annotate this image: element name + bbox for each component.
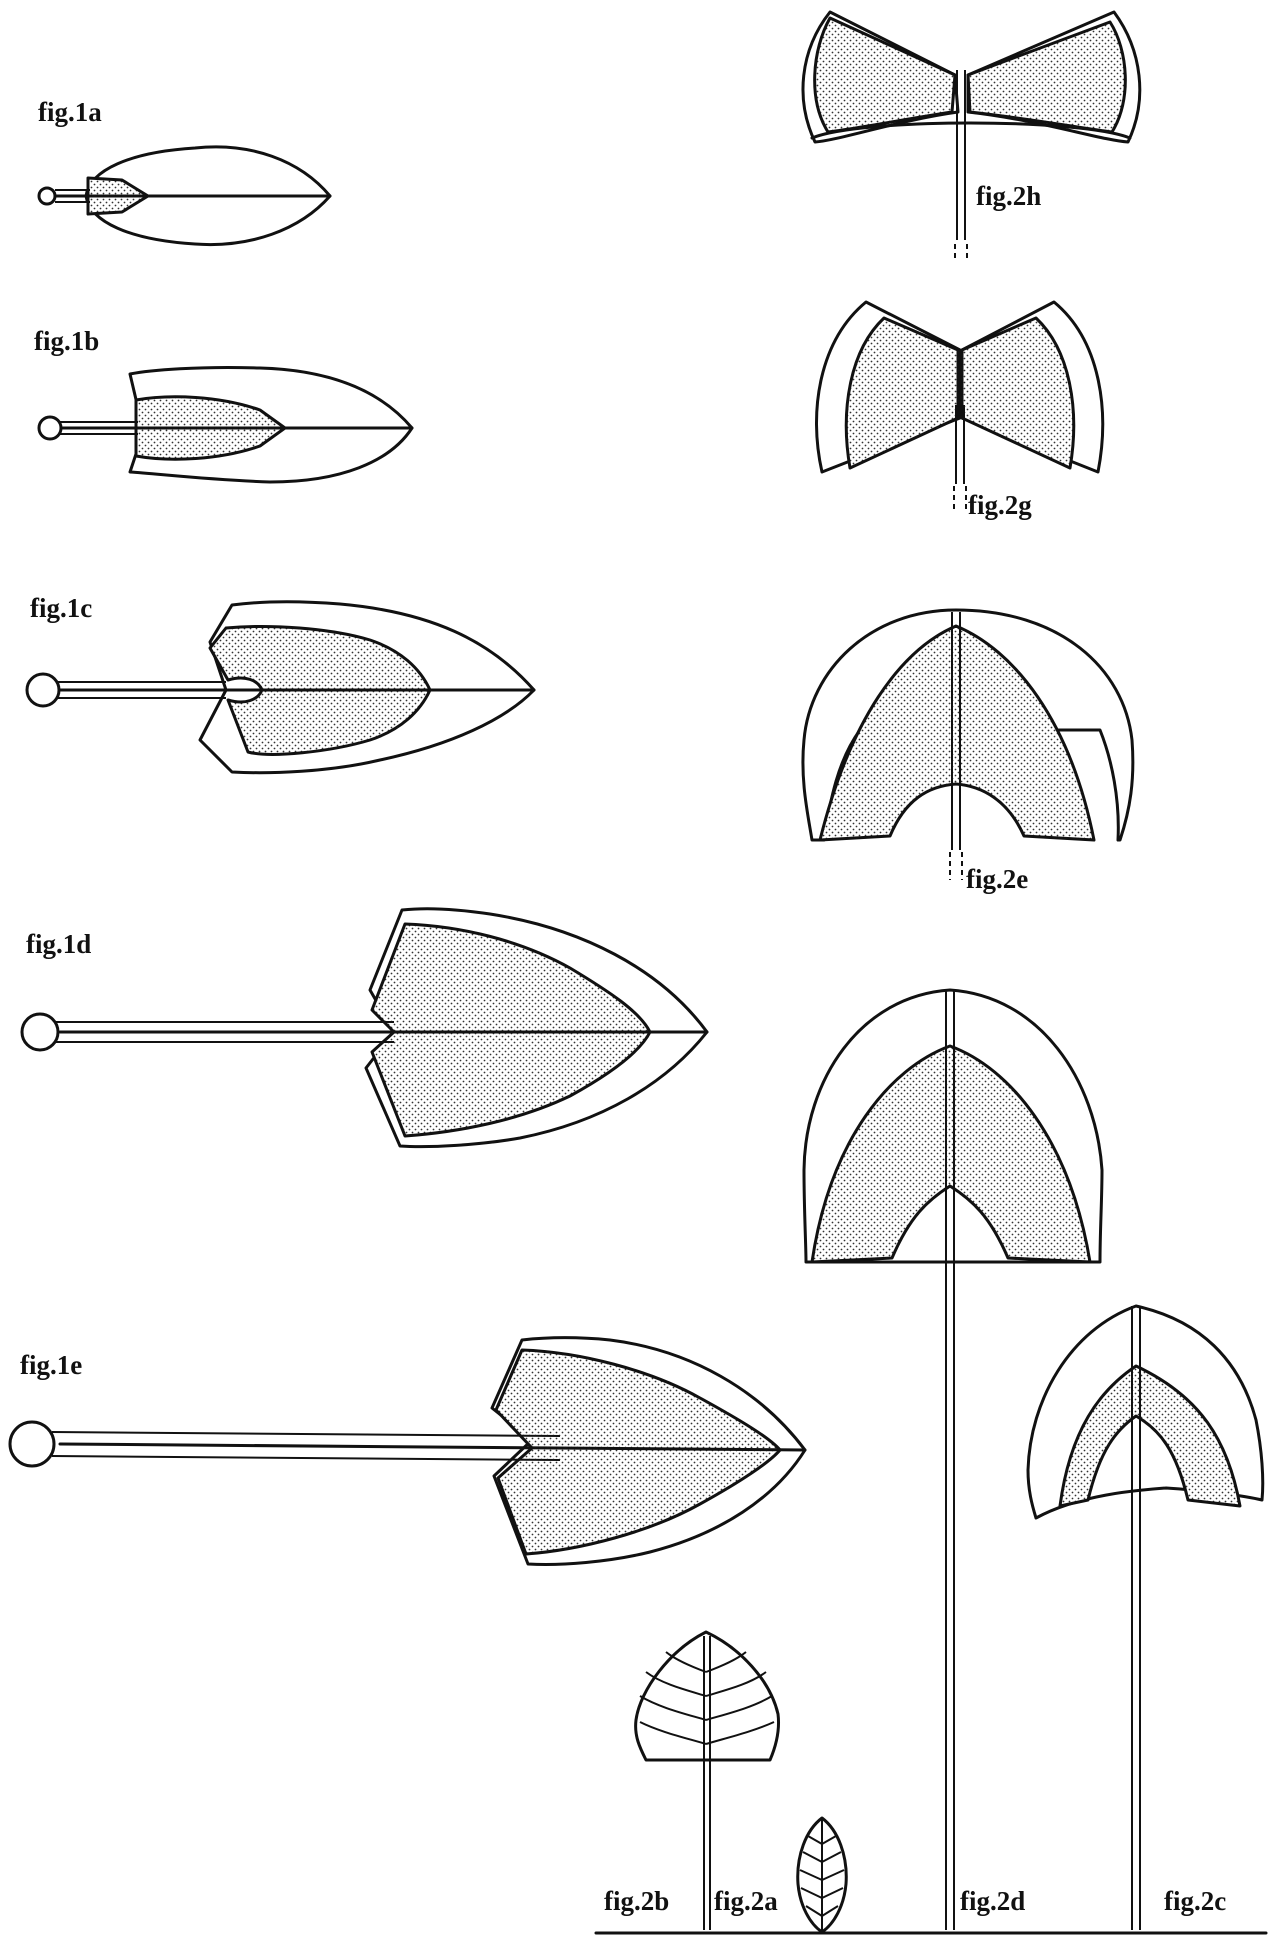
fig-1e-stippled-blade [496, 1350, 780, 1554]
fig-1d: fig.1d [22, 909, 707, 1147]
fig-2h-right-lobe [968, 22, 1125, 132]
fig-2e-label: fig.2e [966, 864, 1028, 894]
fig-2b-label: fig.2b [604, 1886, 669, 1916]
fig-2c: fig.2c [1028, 1306, 1263, 1930]
fig-1e-base-node [10, 1422, 54, 1466]
fig-1a: fig.1a [38, 97, 330, 245]
fig-1b-base-node [39, 417, 61, 439]
fig-2c-label: fig.2c [1164, 1886, 1226, 1916]
fig-1b-label: fig.1b [34, 326, 99, 356]
fig-2d-label: fig.2d [960, 1886, 1025, 1916]
fig-1c-base-node [27, 674, 59, 706]
fig-2a-label: fig.2a [714, 1886, 778, 1916]
fig-1c-label: fig.1c [30, 593, 92, 623]
fig-2h-left-lobe [815, 18, 955, 132]
fig-2a: fig.2a [714, 1818, 846, 1932]
fig-1d-base-node [22, 1014, 58, 1050]
fig-1a-base-node [39, 188, 55, 204]
fig-2h: fig.2h [803, 12, 1140, 262]
fig-2g: fig.2g [816, 302, 1102, 520]
fig-2h-label: fig.2h [976, 181, 1041, 211]
fig-1c: fig.1c [27, 593, 534, 773]
fig-1a-label: fig.1a [38, 97, 102, 127]
fig-1b: fig.1b [34, 326, 412, 482]
fig-2g-label: fig.2g [968, 490, 1032, 520]
fig-1e-label: fig.1e [20, 1350, 82, 1380]
fig-1d-label: fig.1d [26, 929, 91, 959]
fig-2e: fig.2e [803, 610, 1133, 894]
fig-1e: fig.1e [10, 1338, 805, 1565]
